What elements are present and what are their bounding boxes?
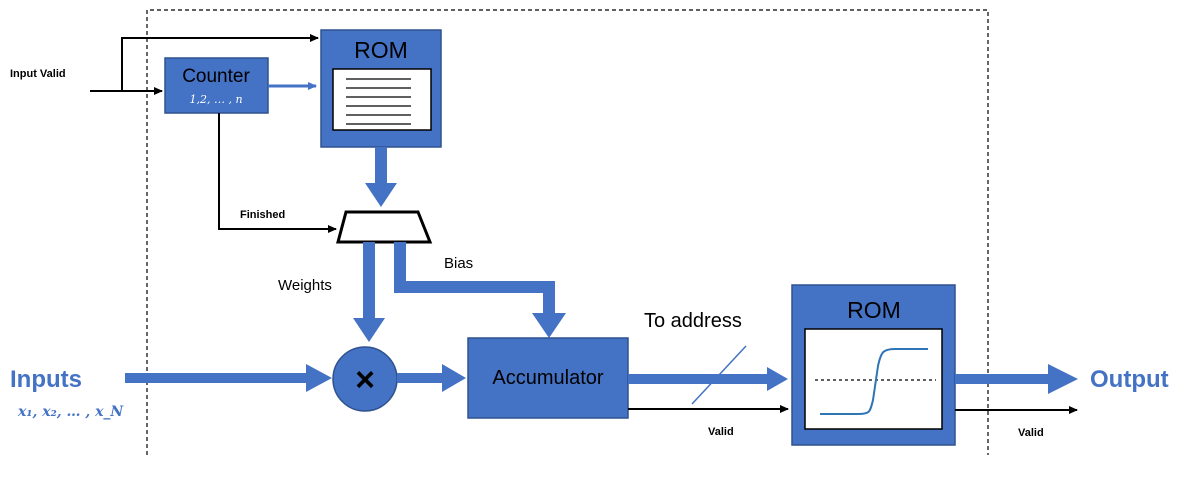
- rom-bottom-plot-panel: [804, 328, 943, 430]
- rom-bottom-title: ROM: [847, 297, 901, 323]
- inputs-to-multiplier-arrow: [125, 364, 332, 392]
- rom-top-memory-lines: [346, 78, 411, 125]
- inputs-label: Inputs: [10, 366, 82, 393]
- bus-width-slash: [691, 345, 747, 405]
- multiply-icon: ×: [355, 361, 375, 399]
- counter-block: [164, 57, 269, 114]
- multiplexer: [336, 210, 433, 244]
- weights-arrow: [353, 242, 385, 342]
- rom-to-mux-arrow: [365, 147, 397, 207]
- rom-top-title: ROM: [354, 37, 408, 63]
- module-boundary: [146, 9, 989, 455]
- accumulator-block: [467, 337, 629, 419]
- counter-sequence: 1,2, … , n: [189, 93, 242, 106]
- accumulator-label: Accumulator: [492, 367, 603, 389]
- output-label: Output: [1090, 366, 1169, 393]
- bias-label: Bias: [444, 255, 473, 272]
- input-valid-label: Input Valid: [10, 68, 66, 80]
- valid-right-label: Valid: [1018, 427, 1044, 439]
- counter-title: Counter: [182, 66, 250, 87]
- to-address-label: To address: [644, 310, 742, 332]
- finished-wire: [218, 113, 337, 233]
- bias-arrow: [394, 242, 566, 338]
- output-arrow: [955, 364, 1078, 394]
- weights-label: Weights: [278, 277, 332, 294]
- valid-mid-label: Valid: [708, 426, 734, 438]
- rom-top-memory-panel: [332, 68, 432, 131]
- inputs-symbols: x₁, x₂, … , x_N: [17, 404, 124, 420]
- finished-label: Finished: [240, 209, 285, 221]
- input-valid-wire-to-rom: [121, 34, 319, 91]
- address-bus-arrow: [628, 367, 788, 391]
- sigmoid-curve: [820, 348, 928, 415]
- multiplier-to-accumulator-arrow: [397, 364, 466, 392]
